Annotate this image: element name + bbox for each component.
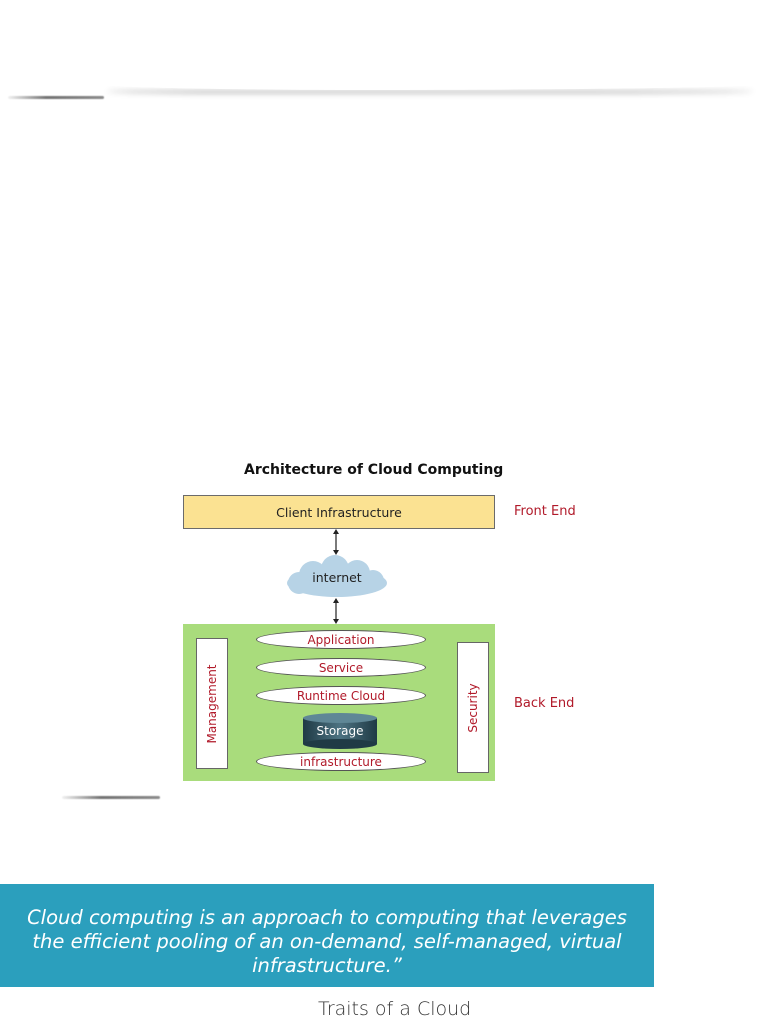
front-end-label: Front End [514, 504, 576, 519]
quote-text: Cloud computing is an approach to comput… [27, 906, 627, 977]
management-label: Management [205, 663, 219, 744]
storage-cylinder-icon [303, 713, 377, 749]
internet-cloud-icon [287, 555, 387, 597]
layer-application: Application [256, 630, 426, 649]
storage-label: Storage [316, 724, 364, 738]
client-infrastructure-box: Client Infrastructure [183, 495, 495, 529]
back-end-label: Back End [514, 696, 575, 711]
bottom-shadow-dash [62, 796, 160, 799]
security-panel: Security [457, 642, 489, 773]
quote-banner: Cloud computing is an approach to comput… [0, 884, 654, 987]
diagram-title: Architecture of Cloud Computing [244, 462, 504, 478]
layer-runtime-cloud: Runtime Cloud [256, 686, 426, 705]
layer-infrastructure: infrastructure [256, 752, 426, 771]
client-infrastructure-label: Client Infrastructure [276, 504, 402, 520]
top-shadow-rule [105, 84, 755, 90]
layer-service: Service [256, 658, 426, 677]
security-label: Security [466, 682, 480, 733]
top-shadow-dash [8, 96, 104, 99]
double-arrow-icon [333, 529, 339, 555]
section-title: Traits of a Cloud [318, 998, 472, 1020]
double-arrow-icon [333, 598, 339, 624]
internet-label: internet [312, 570, 362, 585]
management-panel: Management [196, 638, 228, 769]
